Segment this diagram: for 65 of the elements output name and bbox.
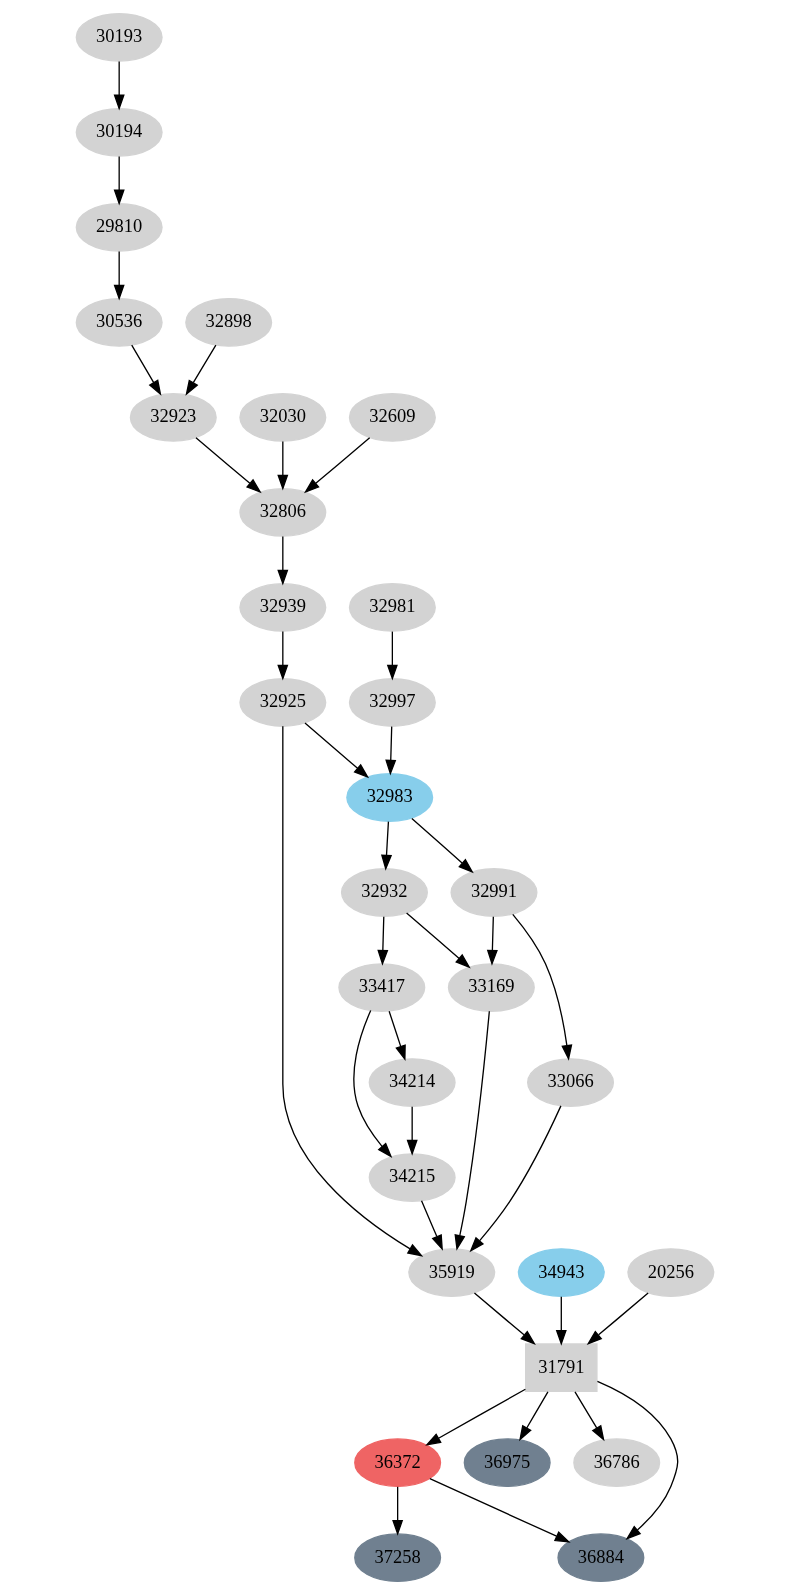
node-ellipse: 33169 bbox=[447, 963, 535, 1012]
node-ellipse: 34943 bbox=[517, 1248, 605, 1298]
node-ellipse: 34214 bbox=[368, 1058, 456, 1107]
arrow bbox=[420, 1200, 443, 1251]
arrow bbox=[277, 440, 289, 491]
arrow bbox=[392, 1486, 404, 1536]
node-ellipse: 32981 bbox=[348, 583, 436, 632]
arrow bbox=[113, 155, 125, 206]
node-ellipse: 32898 bbox=[185, 297, 273, 347]
node-ellipse: 32030 bbox=[239, 393, 327, 442]
arrow bbox=[303, 437, 371, 494]
arrow bbox=[574, 1391, 605, 1442]
node-ellipse: 36786 bbox=[573, 1438, 661, 1488]
arrow bbox=[586, 1292, 649, 1345]
arrow bbox=[195, 437, 262, 494]
arrow bbox=[131, 344, 162, 396]
arrow bbox=[388, 1010, 406, 1061]
arrow bbox=[512, 913, 573, 1061]
arrow bbox=[277, 630, 289, 681]
arrow bbox=[282, 725, 424, 1257]
arrow bbox=[469, 1105, 562, 1253]
arrow bbox=[304, 722, 370, 779]
arrow bbox=[596, 1380, 679, 1540]
node-ellipse: 37258 bbox=[354, 1533, 442, 1583]
arrow bbox=[113, 60, 125, 111]
arrow bbox=[405, 912, 471, 969]
arrow bbox=[113, 250, 125, 301]
arrow bbox=[454, 1010, 490, 1251]
node-ellipse: 32991 bbox=[450, 868, 538, 917]
node-ellipse: 32923 bbox=[129, 393, 217, 442]
arrow bbox=[555, 1296, 567, 1346]
arrow bbox=[473, 1292, 536, 1345]
arrow bbox=[277, 535, 289, 586]
arrow bbox=[519, 1391, 549, 1442]
node-ellipse: 30536 bbox=[75, 297, 163, 347]
arrow bbox=[425, 1388, 527, 1446]
node-ellipse: 32806 bbox=[239, 488, 327, 537]
node-ellipse: 30193 bbox=[75, 12, 163, 62]
arrow bbox=[411, 817, 474, 874]
node-ellipse: 32932 bbox=[340, 868, 428, 917]
node-ellipse: 34215 bbox=[368, 1153, 456, 1202]
node-ellipse: 29810 bbox=[75, 202, 163, 252]
arrow bbox=[406, 1106, 418, 1156]
node-ellipse: 35919 bbox=[408, 1248, 496, 1298]
node-ellipse: 32609 bbox=[348, 393, 436, 442]
node-ellipse: 32925 bbox=[239, 678, 327, 727]
node-ellipse: 33417 bbox=[338, 963, 426, 1012]
arrow bbox=[185, 344, 217, 396]
arrow bbox=[429, 1477, 571, 1543]
node-ellipse: 36884 bbox=[557, 1533, 645, 1583]
node-ellipse: 36372 bbox=[354, 1438, 442, 1488]
arrow bbox=[486, 916, 498, 966]
arrow bbox=[386, 630, 398, 681]
arrow bbox=[377, 916, 389, 966]
node-ellipse: 36975 bbox=[463, 1438, 551, 1488]
node-ellipse: 32997 bbox=[348, 678, 436, 727]
node-box: 31791 bbox=[525, 1343, 598, 1393]
arrow bbox=[380, 821, 393, 871]
node-ellipse: 20256 bbox=[627, 1248, 715, 1298]
arrow bbox=[353, 1009, 393, 1158]
node-ellipse: 32939 bbox=[239, 583, 327, 632]
node-ellipse: 33066 bbox=[527, 1058, 615, 1107]
arrow bbox=[385, 725, 397, 776]
node-ellipse: 30194 bbox=[75, 107, 163, 157]
node-ellipse: 32983 bbox=[346, 773, 434, 822]
